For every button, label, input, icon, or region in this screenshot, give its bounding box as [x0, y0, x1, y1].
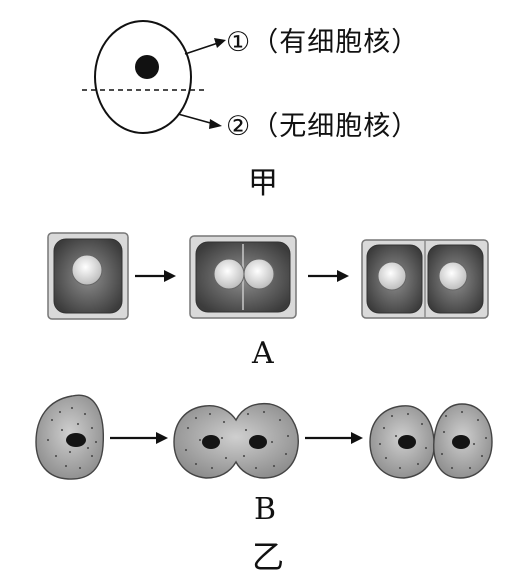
arrow-to-part2: [177, 113, 222, 129]
plant-cell-two-daughters: [361, 239, 489, 319]
plant-cell-nucleus-divided: [189, 235, 297, 319]
row-b-label: B: [254, 492, 277, 527]
nucleus-dot: [135, 55, 159, 79]
row-a-plant-cells: [47, 232, 489, 320]
nucleus-left: [202, 435, 220, 449]
plant-cell-single: [47, 232, 129, 320]
nucleus-left: [377, 261, 407, 291]
nucleus-right: [438, 261, 468, 291]
animal-cell-two-daughters: [369, 403, 493, 479]
nucleus: [71, 254, 103, 286]
arrow-a2: [308, 270, 349, 282]
nucleus: [66, 433, 86, 447]
row-a-label: A: [252, 336, 274, 371]
nucleus-left: [398, 435, 416, 449]
arrow-a1: [135, 270, 176, 282]
panel-jia-title: 甲: [248, 166, 278, 201]
animal-cell-constricting: [173, 402, 299, 479]
part2-label: ②（无细胞核）: [226, 111, 420, 142]
animal-cell-single: [35, 394, 105, 480]
panel-yi-title: 乙: [252, 538, 285, 576]
nucleus-right: [249, 435, 267, 449]
panel-jia-cell: [82, 20, 226, 134]
nucleus-left: [213, 258, 245, 290]
arrow-b2: [305, 432, 363, 444]
row-b-animal-cells: [35, 394, 493, 480]
nucleus-right: [452, 435, 470, 449]
arrow-b1: [110, 432, 168, 444]
arrow-to-part1: [184, 38, 226, 55]
part1-label: ①（有细胞核）: [226, 27, 420, 58]
nucleus-right: [243, 258, 275, 290]
